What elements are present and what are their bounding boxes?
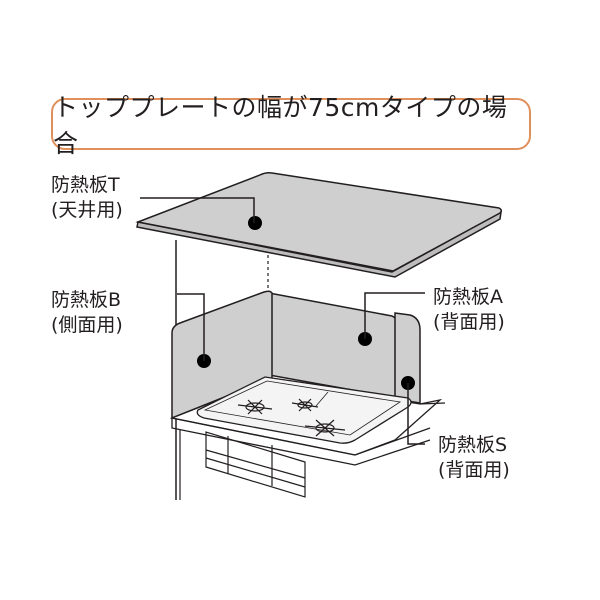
marker-t	[248, 216, 262, 230]
label-name: 防熱板A	[433, 286, 503, 308]
burner-icon	[304, 419, 346, 437]
label-panel-t: 防熱板T (天井用)	[51, 173, 123, 223]
title-box: トッププレートの幅が75cmタイプの場合	[51, 93, 531, 158]
label-name: 防熱板S	[438, 434, 508, 456]
label-name: 防熱板T	[51, 174, 120, 196]
label-usage: (側面用)	[51, 314, 123, 336]
leader-line-b	[177, 293, 205, 361]
cooktop	[196, 376, 412, 444]
label-panel-s: 防熱板S (背面用)	[438, 433, 510, 483]
title-text: トッププレートの幅が75cmタイプの場合	[53, 93, 508, 158]
panel-t	[135, 172, 503, 278]
burner-icon	[237, 399, 273, 415]
label-usage: (背面用)	[438, 459, 510, 481]
burner-icon	[291, 398, 319, 412]
leader-line-t	[140, 197, 255, 223]
label-panel-b: 防熱板B (側面用)	[51, 288, 123, 338]
label-usage: (天井用)	[51, 199, 123, 221]
label-name: 防熱板B	[51, 289, 122, 311]
leader-line-s	[407, 383, 425, 445]
cabinet	[179, 430, 306, 500]
label-usage: (背面用)	[433, 311, 505, 333]
leader-line-a	[364, 292, 425, 339]
label-panel-a: 防熱板A (背面用)	[433, 285, 505, 335]
